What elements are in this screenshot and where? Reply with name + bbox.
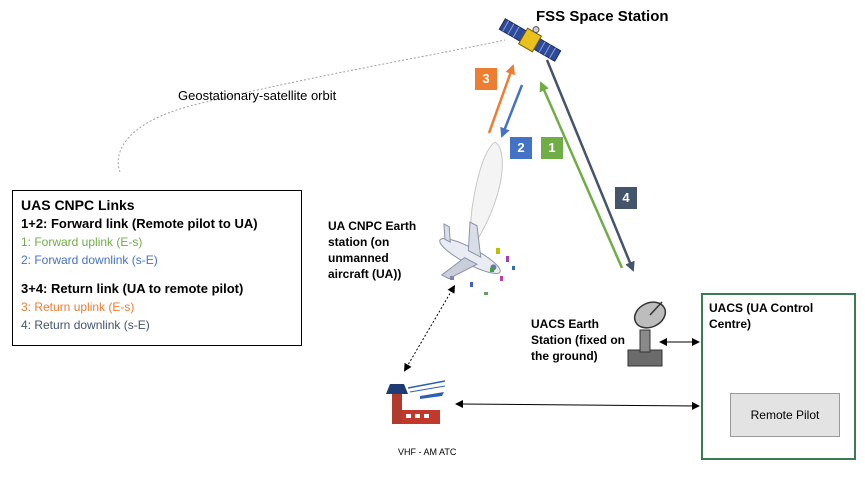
legend-forward-uplink: 1: Forward uplink (E-s) [21, 235, 143, 249]
link-1-badge: 1 [541, 137, 563, 159]
ua-cnpc-earth-station-label: UA CNPC Earth station (on unmanned aircr… [328, 219, 417, 281]
link-4-badge: 4 [615, 187, 637, 209]
aircraft-beam-lobe [469, 141, 503, 243]
uacs-earth-station-label: UACS Earth Station (fixed on the ground) [531, 317, 625, 363]
remote-pilot-box: Remote Pilot [730, 393, 840, 437]
link-2-badge: 2 [510, 137, 532, 159]
atc-tower-icon [386, 380, 446, 424]
link-4-return-downlink-arrow [545, 59, 635, 272]
unmanned-aircraft-icon [439, 221, 501, 280]
legend-title: UAS CNPC Links [21, 197, 135, 213]
satellite-icon [498, 18, 562, 62]
uacs-control-centre-label: UACS (UA Control Centre) [709, 301, 814, 331]
link-2-forward-downlink-arrow [500, 84, 524, 138]
orbit-arc [117, 39, 506, 173]
legend-return-downlink: 4: Return downlink (s-E) [21, 318, 150, 332]
atc-uacs-link [455, 400, 700, 410]
legend-return-uplink: 3: Return uplink (E-s) [21, 300, 135, 314]
aircraft-confetti [450, 248, 515, 295]
legend-forward-downlink: 2: Forward downlink (s-E) [21, 253, 158, 267]
orbit-label: Geostationary-satellite orbit [178, 88, 337, 103]
link-1-forward-uplink-arrow [539, 81, 624, 269]
aircraft-atc-dotted-link [403, 284, 456, 372]
link-3-return-uplink-arrow [487, 64, 516, 134]
link-3-badge: 3 [475, 68, 497, 90]
vhf-am-atc-label: VHF - AM ATC [398, 447, 457, 457]
cnpc-links-legend: UAS CNPC Links 1+2: Forward link (Remote… [12, 190, 302, 346]
uacs-dish-antenna-icon [627, 301, 667, 367]
fss-space-station-title: FSS Space Station [536, 8, 669, 25]
legend-forward-heading: 1+2: Forward link (Remote pilot to UA) [21, 216, 258, 231]
legend-return-heading: 3+4: Return link (UA to remote pilot) [21, 281, 244, 296]
